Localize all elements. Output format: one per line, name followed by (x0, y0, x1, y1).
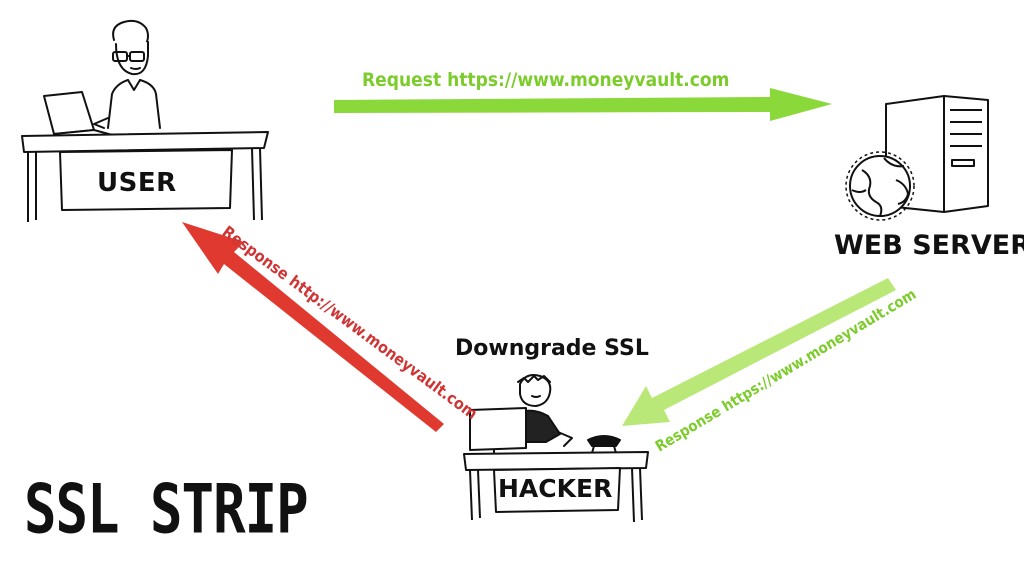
request-arrow (334, 88, 832, 121)
web-server-label: WEB SERVER (834, 230, 1024, 261)
laptop-icon (44, 92, 116, 140)
response-secure-arrow (622, 278, 896, 426)
diagram-title: SSL STRIP (24, 470, 308, 549)
user-label: USER (97, 168, 177, 198)
user-figure (94, 21, 160, 128)
globe-icon (846, 152, 914, 220)
response-insecure-arrow (182, 222, 444, 432)
downgrade-ssl-caption: Downgrade SSL (455, 336, 649, 361)
request-arrow-label: Request https://www.moneyvault.com (362, 69, 730, 91)
hacker-label: HACKER (498, 474, 612, 503)
